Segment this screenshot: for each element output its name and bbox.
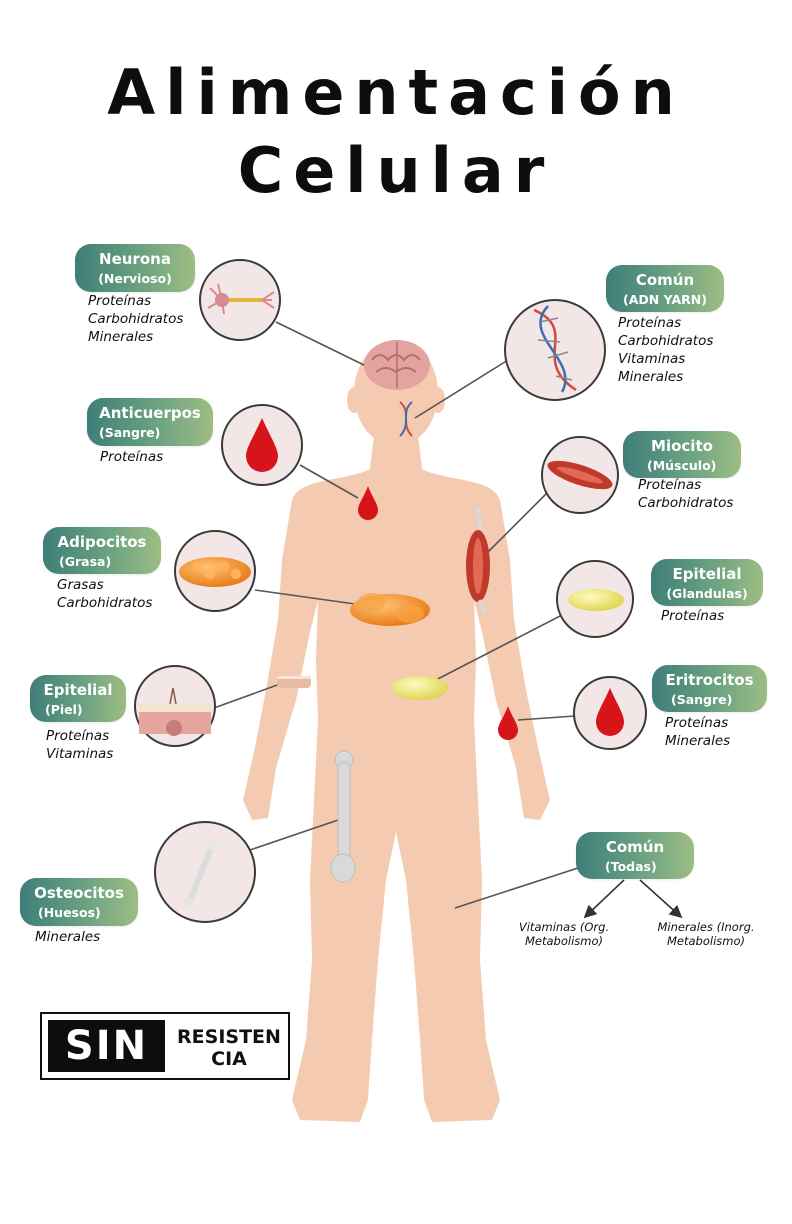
blood-drop-arm — [498, 706, 518, 740]
dna-icon — [504, 299, 606, 401]
bone-icon — [154, 821, 256, 923]
epitelial-gland-title: Epitelial — [672, 565, 742, 583]
miocito-items: Proteínas Carbohidratos — [638, 476, 733, 512]
list-item: Carbohidratos — [618, 333, 714, 349]
label-adipocitos: Adipocitos (Grasa) — [43, 527, 161, 574]
label-comun-todas: Común (Todas) — [576, 832, 694, 879]
list-item: Proteínas — [661, 608, 725, 624]
branch-line: Metabolismo) — [667, 934, 745, 948]
neurona-title: Neurona — [99, 250, 171, 268]
list-item: Grasas — [57, 577, 104, 593]
list-item: Vitaminas — [618, 351, 686, 367]
miocito-sub: (Músculo) — [647, 458, 717, 473]
list-item: Proteínas — [618, 315, 682, 331]
fat-tissue-icon — [174, 530, 256, 612]
logo-text: RESISTEN CIA — [170, 1026, 288, 1070]
branch-arrows — [583, 879, 683, 919]
list-item: Vitaminas — [46, 746, 114, 762]
list-item: Minerales — [88, 329, 154, 345]
gland-icon — [556, 560, 634, 638]
list-item: Carbohidratos — [638, 495, 734, 511]
anticuerpos-sub: (Sangre) — [99, 425, 161, 440]
label-osteocitos: Osteocitos (Huesos) — [20, 878, 138, 926]
list-item: Minerales — [665, 733, 731, 749]
list-item: Carbohidratos — [88, 311, 184, 327]
epitelial-piel-items: Proteínas Vitaminas — [46, 727, 113, 763]
skin-overlay — [277, 676, 311, 688]
label-miocito: Miocito (Músculo) — [623, 431, 741, 478]
epitelial-piel-title: Epitelial — [43, 681, 113, 699]
blood-drop-chest — [358, 486, 378, 520]
comun-adn-title: Común — [635, 271, 695, 289]
list-item: Proteínas — [665, 715, 729, 731]
osteocitos-sub: (Huesos) — [38, 905, 101, 920]
label-anticuerpos: Anticuerpos (Sangre) — [87, 398, 213, 446]
comun-adn-sub: (ADN YARN) — [623, 292, 707, 307]
logo-line-1: RESISTEN — [177, 1026, 281, 1048]
adipocitos-items: Grasas Carbohidratos — [57, 576, 152, 612]
label-epitelial-glandulas: Epitelial (Glandulas) — [651, 559, 763, 606]
eritrocitos-sub: (Sangre) — [671, 692, 733, 707]
miocito-title: Miocito — [651, 437, 713, 455]
logo: SIN RESISTEN CIA — [40, 1012, 290, 1080]
title-line-2: Celular — [237, 134, 555, 207]
adipocitos-sub: (Grasa) — [59, 554, 112, 569]
list-item: Proteínas — [46, 728, 110, 744]
list-item: Proteínas — [638, 477, 702, 493]
branch-line: Vitaminas (Org. — [518, 920, 610, 934]
label-epitelial-piel: Epitelial (Piel) — [30, 675, 126, 722]
label-eritrocitos: Eritrocitos (Sangre) — [652, 665, 767, 712]
list-item: Carbohidratos — [57, 595, 153, 611]
list-item: Minerales — [618, 369, 684, 385]
list-item: Proteínas — [100, 449, 164, 465]
list-item: Minerales — [35, 929, 101, 945]
branch-vitaminas: Vitaminas (Org. Metabolismo) — [512, 920, 616, 948]
title-line-1: Alimentación — [107, 56, 685, 129]
logo-block: SIN — [48, 1020, 165, 1072]
comun-adn-items: Proteínas Carbohidratos Vitaminas Minera… — [618, 314, 713, 386]
adipocitos-title: Adipocitos — [57, 533, 147, 551]
neurona-sub: (Nervioso) — [98, 271, 172, 286]
gland-overlay — [392, 676, 448, 700]
osteocitos-title: Osteocitos — [34, 884, 124, 902]
comun-todas-sub: (Todas) — [605, 859, 657, 874]
skin-layer-icon — [134, 665, 216, 747]
branch-line: Metabolismo) — [525, 934, 603, 948]
list-item: Proteínas — [88, 293, 152, 309]
neuron-icon — [199, 259, 281, 341]
branch-minerales: Minerales (Inorg. Metabolismo) — [650, 920, 762, 948]
epitelial-gland-sub: (Glandulas) — [666, 586, 748, 601]
branch-line: Minerales (Inorg. — [657, 920, 755, 934]
blood-drop-icon-2 — [573, 676, 647, 750]
label-comun-adn: Común (ADN YARN) — [606, 265, 724, 312]
neurona-items: Proteínas Carbohidratos Minerales — [88, 292, 183, 346]
dna-overlay — [399, 401, 413, 437]
muscle-icon — [541, 436, 619, 514]
anticuerpos-items: Proteínas — [100, 448, 163, 466]
fat-overlay — [350, 593, 430, 626]
osteocitos-items: Minerales — [35, 928, 100, 946]
femur-overlay — [330, 750, 356, 883]
epitelial-piel-sub: (Piel) — [45, 702, 83, 717]
label-neurona: Neurona (Nervioso) — [75, 244, 195, 292]
comun-todas-title: Común — [605, 838, 665, 856]
eritrocitos-items: Proteínas Minerales — [665, 714, 730, 750]
blood-drop-icon — [221, 404, 303, 486]
brain-overlay — [364, 340, 430, 390]
eritrocitos-title: Eritrocitos — [665, 671, 754, 689]
epitelial-gland-items: Proteínas — [661, 607, 724, 625]
arm-muscle-overlay — [466, 507, 490, 613]
anticuerpos-title: Anticuerpos — [99, 404, 201, 422]
logo-line-2: CIA — [211, 1048, 247, 1070]
